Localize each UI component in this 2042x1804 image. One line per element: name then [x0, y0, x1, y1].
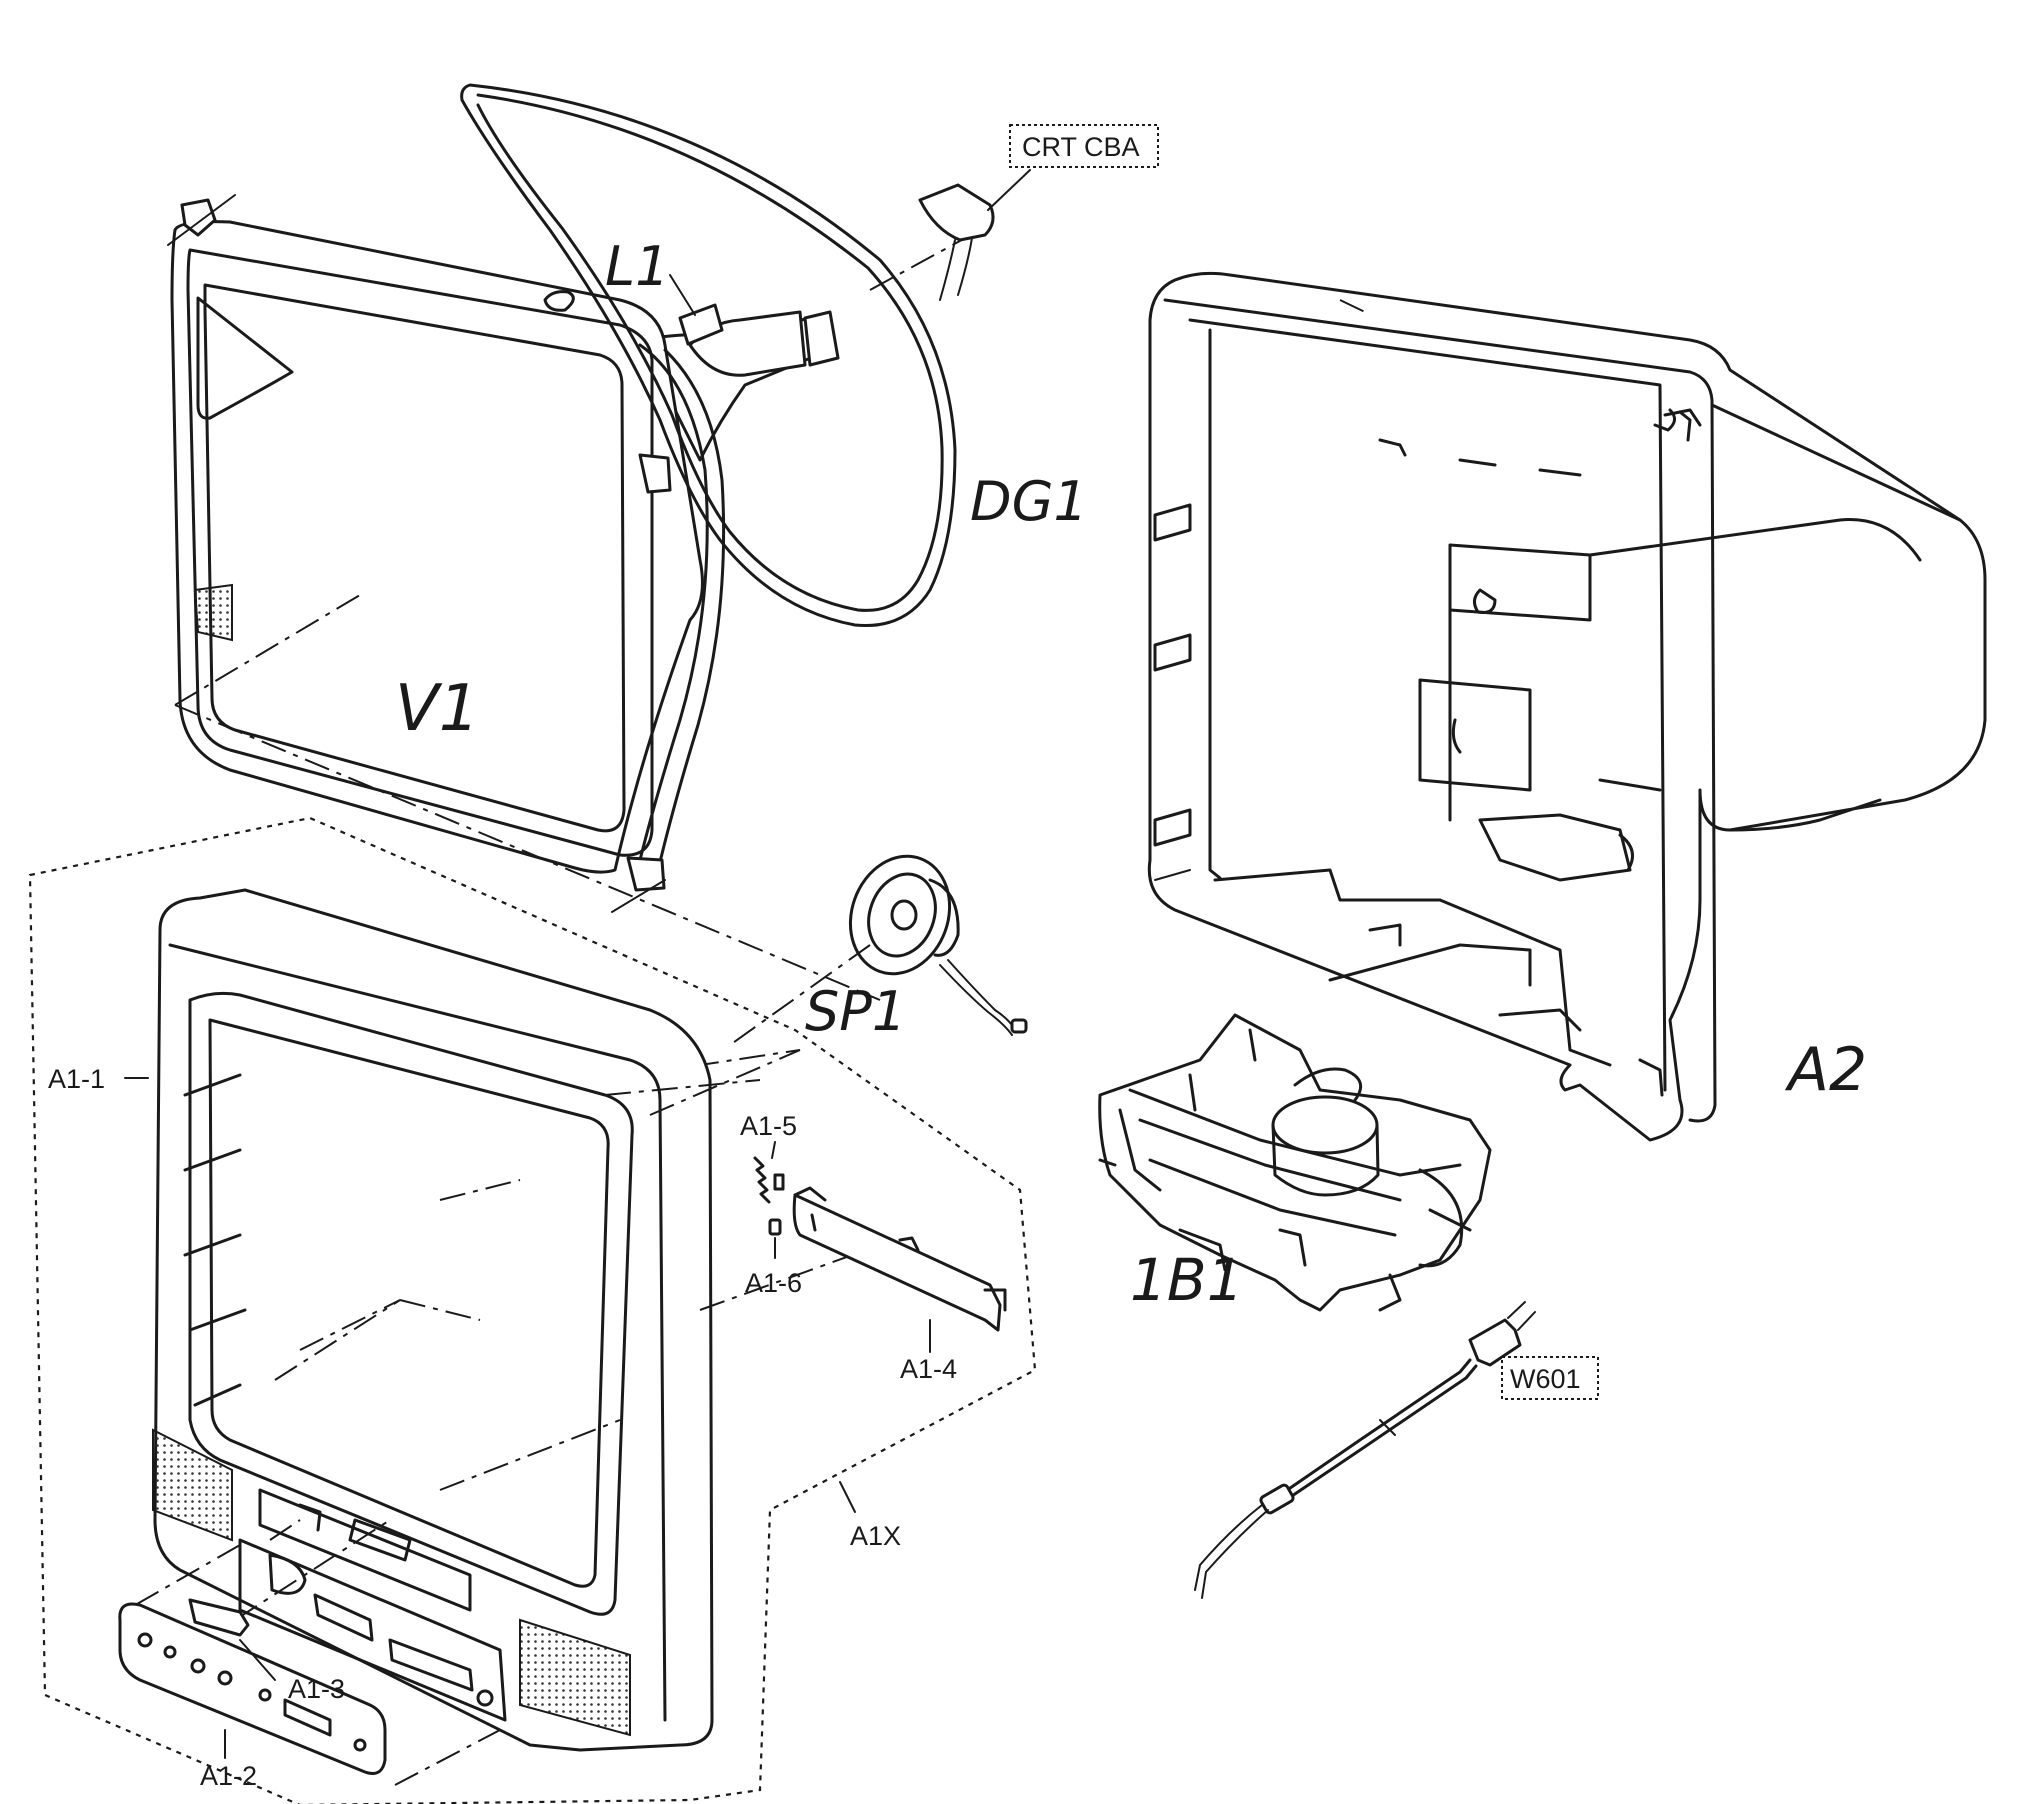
- dg1-label: DG1: [970, 470, 1088, 533]
- a2-label: A2: [1784, 1035, 1867, 1105]
- w601-label: W601: [1501, 1356, 1599, 1400]
- vcr-mechanism-1b1: [1098, 1013, 1492, 1312]
- 1b1-label: 1B1: [1130, 1246, 1244, 1314]
- a1-1-label: A1-1: [48, 1064, 105, 1094]
- rear-cabinet-a2: [1147, 271, 1987, 1142]
- leader-lines: [124, 1077, 931, 1759]
- a1-2-label: A1-2: [200, 1761, 257, 1791]
- front-panel-a1-2: [118, 1602, 387, 1775]
- bracket-a1-4: [792, 1186, 1007, 1332]
- a1x-label: A1X: [850, 1521, 901, 1551]
- v1-label: V1: [395, 672, 480, 746]
- a1x-assembly-boundary: [28, 816, 1037, 1804]
- a1-6-label: A1-6: [745, 1268, 802, 1298]
- crt-cba-label: CRT CBA: [1009, 124, 1159, 168]
- part-a1-6: [768, 1218, 782, 1236]
- a1-3-label: A1-3: [288, 1674, 345, 1704]
- a1-5-label: A1-5: [740, 1111, 797, 1141]
- power-cord-w601: [1194, 1301, 1536, 1599]
- button-a1-3: [188, 1598, 250, 1637]
- svg-text:CRT CBA: CRT CBA: [1022, 132, 1140, 162]
- coil-l1: [669, 274, 724, 346]
- front-cabinet-a1: [129, 888, 881, 1786]
- spring-a1-5: [753, 1156, 785, 1204]
- l1-label: L1: [605, 235, 669, 298]
- svg-text:W601: W601: [1510, 1364, 1581, 1394]
- crt-cba-socket: [918, 169, 1031, 301]
- sp1-label: SP1: [805, 980, 906, 1043]
- a1-4-label: A1-4: [900, 1354, 957, 1384]
- picture-tube-v1: [167, 194, 881, 1001]
